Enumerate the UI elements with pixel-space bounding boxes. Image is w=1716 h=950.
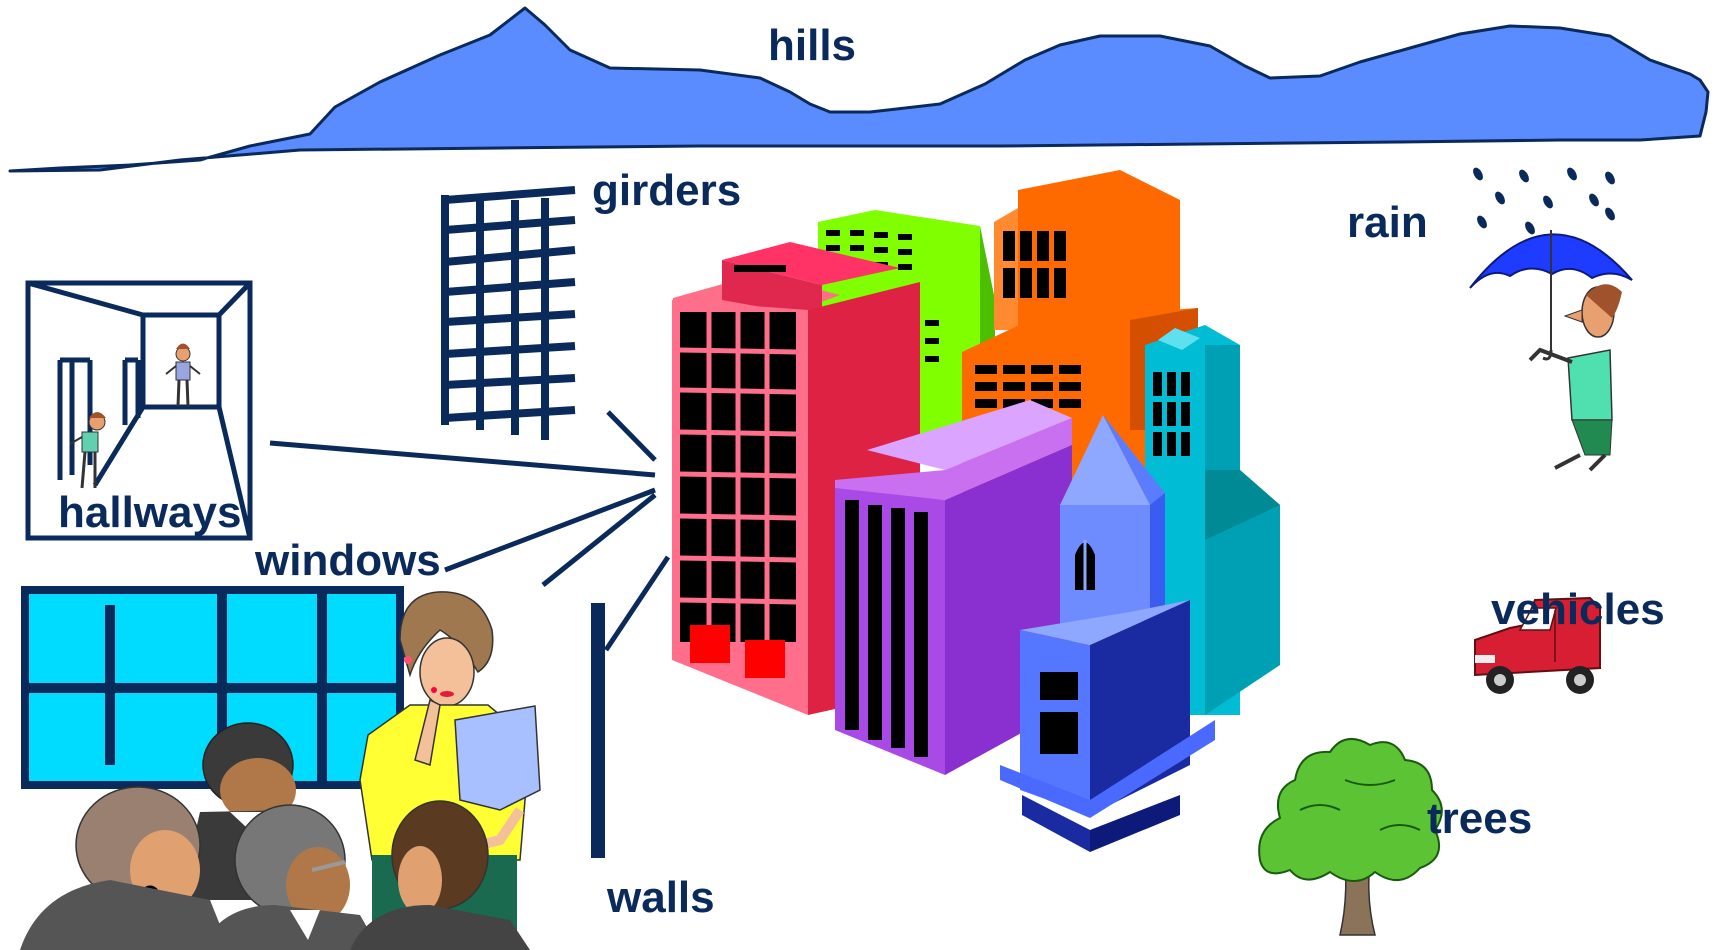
person-in-hallway-icon — [69, 343, 201, 489]
seated-man-right — [350, 800, 530, 950]
labels: hills girders rain hallways windows vehi… — [58, 21, 1665, 922]
seated-woman — [20, 786, 230, 950]
tree-icon — [1258, 737, 1443, 936]
walls-label: walls — [606, 873, 715, 922]
girder-icon — [441, 186, 576, 440]
city-buildings-illustration — [672, 170, 1280, 852]
van-icon — [1474, 596, 1601, 694]
girders-label: girders — [592, 166, 741, 215]
connector-lines — [269, 410, 671, 652]
seated-man-glasses — [200, 804, 380, 950]
trees-label: trees — [1427, 794, 1532, 843]
rain-label: rain — [1347, 198, 1428, 247]
hills-label: hills — [768, 21, 856, 70]
hills-illustration — [8, 6, 1710, 173]
window-grid-icon — [21, 586, 404, 789]
vehicles-label: vehicles — [1491, 585, 1665, 634]
raindrops — [1473, 167, 1615, 235]
hallways-label: hallways — [58, 488, 241, 537]
blue-steeple-building — [1000, 415, 1215, 852]
windows-label: windows — [254, 536, 441, 585]
meeting-people-illustration — [20, 591, 541, 950]
rain-umbrella-man-icon — [1469, 167, 1633, 472]
